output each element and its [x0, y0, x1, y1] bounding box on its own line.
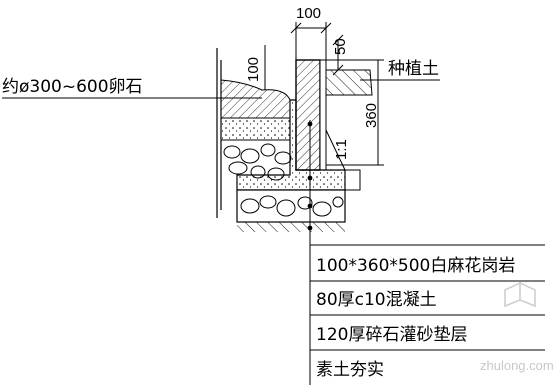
watermark-text: zhulong.com: [480, 358, 554, 373]
dim-top-width: 100: [296, 5, 321, 22]
compacted-soil: [237, 222, 345, 232]
gravel-cushion: [236, 189, 346, 223]
callout-leader: [307, 120, 545, 385]
callout-concrete: 80厚c10混凝土: [316, 290, 437, 310]
dim-left-height: 100: [245, 57, 262, 82]
granite-curb: [295, 59, 327, 171]
slope-line: [325, 129, 346, 171]
callout-gravel: 120厚碎石灌砂垫层: [316, 325, 467, 345]
callout-soil: 素土夯实: [316, 360, 384, 380]
dim-right-height: 360: [363, 103, 380, 128]
dim-top-offset: 50: [332, 38, 349, 55]
planting-soil: [325, 69, 373, 191]
pebble-layer: [220, 79, 292, 181]
left-wall: [216, 48, 222, 218]
label-planting-soil: 种植土: [388, 59, 439, 79]
callout-granite: 100*360*500白麻花岗岩: [316, 256, 515, 276]
dimension-lines: [264, 22, 384, 166]
watermark: zhulong.com: [480, 281, 554, 373]
label-pebbles: 约ø300~600卵石: [2, 77, 143, 97]
dim-slope: 1:1: [333, 139, 350, 160]
